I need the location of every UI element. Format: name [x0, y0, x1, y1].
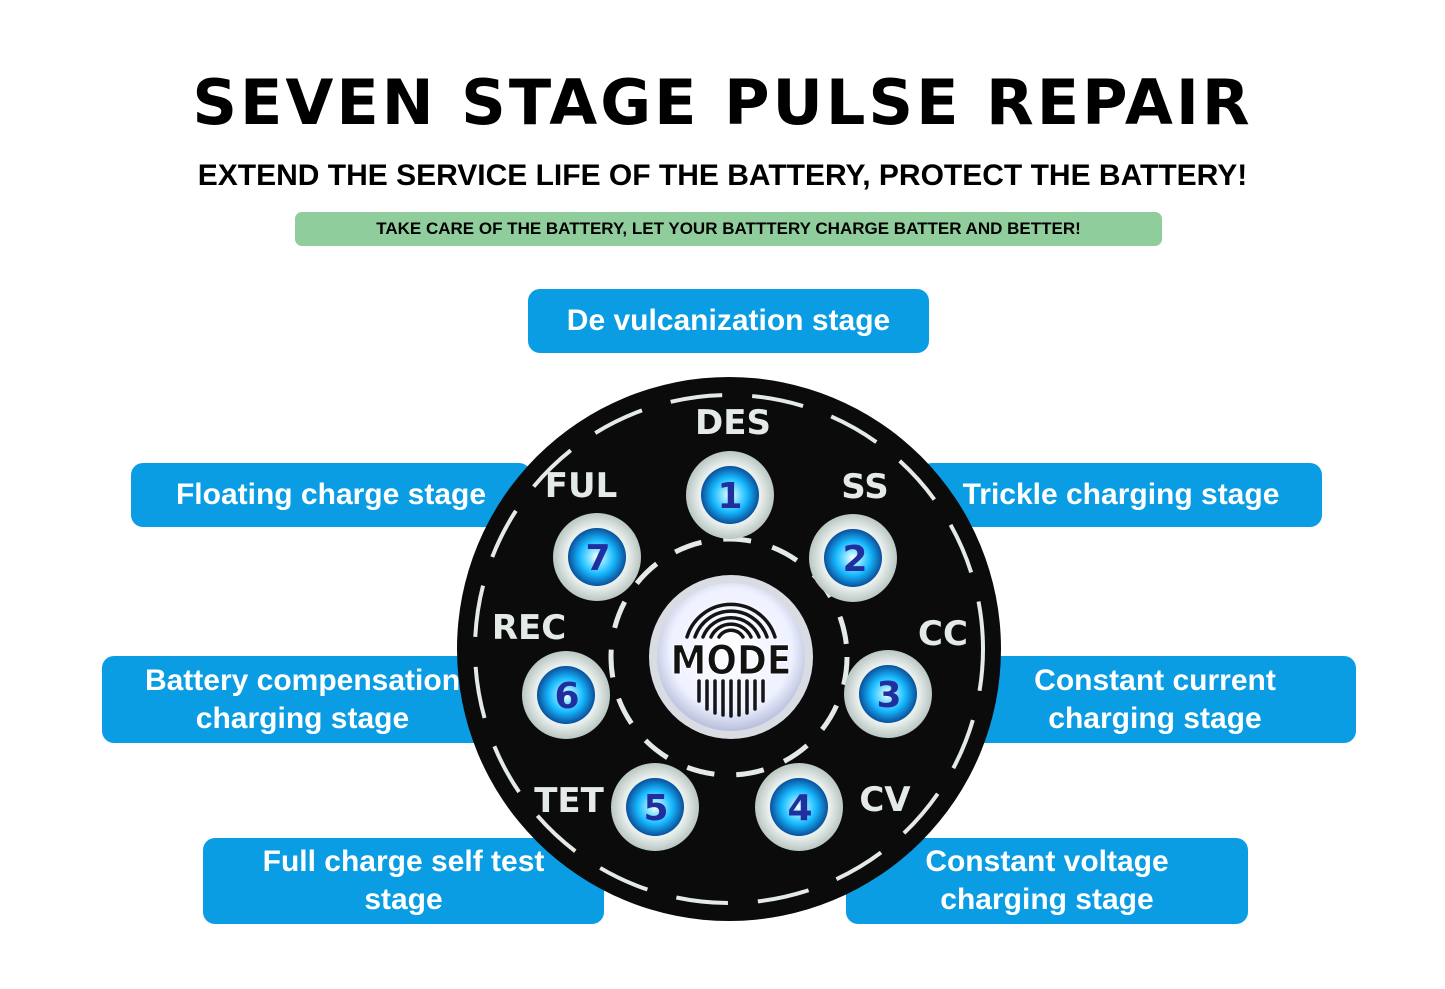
code-ful: FUL	[545, 466, 618, 506]
led-stage-5: 5	[611, 763, 699, 851]
led-number-5: 5	[643, 788, 668, 829]
led-stage-4: 4	[755, 763, 843, 851]
banner-text: TAKE CARE OF THE BATTERY, LET YOUR BATTT…	[376, 219, 1081, 238]
label-des-stage: De vulcanization stage	[528, 289, 929, 353]
label-tet-stage: Full charge self test stage	[203, 838, 604, 924]
label-cc-stage: Constant current charging stage	[954, 656, 1356, 743]
label-ful-stage: Floating charge stage	[131, 463, 531, 527]
green-banner: TAKE CARE OF THE BATTERY, LET YOUR BATTT…	[295, 212, 1162, 246]
led-number-1: 1	[717, 476, 742, 517]
code-ss: SS	[841, 467, 888, 507]
page-title: SEVEN STAGE PULSE REPAIR	[192, 66, 1253, 139]
label-rec-line2: charging stage	[195, 701, 410, 735]
led-stage-7: 7	[553, 513, 641, 601]
page-subtitle: EXTEND THE SERVICE LIFE OF THE BATTERY, …	[197, 159, 1248, 192]
control-panel: DES SS CC CV TET REC FUL 1 2 3 4	[455, 375, 1003, 923]
code-cc: CC	[918, 614, 968, 654]
label-tet-line2: stage	[364, 883, 443, 916]
label-cv-line1: Constant voltage	[925, 845, 1169, 878]
led-stage-3: 3	[844, 650, 932, 738]
code-tet: TET	[534, 781, 604, 821]
code-des: DES	[695, 403, 771, 443]
led-number-4: 4	[787, 788, 812, 829]
label-cv-line2: charging stage	[940, 883, 1154, 916]
label-ss-stage: Trickle charging stage	[920, 463, 1322, 527]
label-cc-line2: charging stage	[1048, 701, 1262, 735]
label-rec-line1: Battery compensation	[144, 663, 461, 697]
mode-button[interactable]: MODE	[649, 575, 813, 739]
fingerprint-icon	[685, 602, 777, 718]
code-cv: CV	[859, 780, 911, 820]
inner-dashed-ring	[608, 536, 850, 778]
label-cc-line1: Constant current	[1034, 663, 1276, 697]
label-ful-text: Floating charge stage	[175, 478, 487, 511]
label-rec-stage: Battery compensation charging stage	[102, 656, 503, 743]
led-number-6: 6	[554, 676, 579, 717]
code-rec: REC	[492, 608, 566, 648]
led-stage-1: 1	[686, 451, 774, 539]
control-panel-graphic: DES SS CC CV TET REC FUL 1 2 3 4	[457, 377, 1001, 921]
label-cv-stage: Constant voltage charging stage	[846, 838, 1248, 924]
led-stage-6: 6	[522, 651, 610, 739]
label-des-text: De vulcanization stage	[566, 304, 891, 337]
outer-dashed-ring	[473, 393, 985, 905]
led-number-2: 2	[842, 539, 867, 580]
led-number-7: 7	[585, 538, 610, 579]
mode-button-label: MODE	[671, 638, 792, 684]
label-tet-line1: Full charge self test	[262, 845, 545, 878]
led-stage-2: 2	[809, 514, 897, 602]
led-number-3: 3	[876, 675, 901, 716]
label-ss-text: Trickle charging stage	[962, 478, 1280, 511]
